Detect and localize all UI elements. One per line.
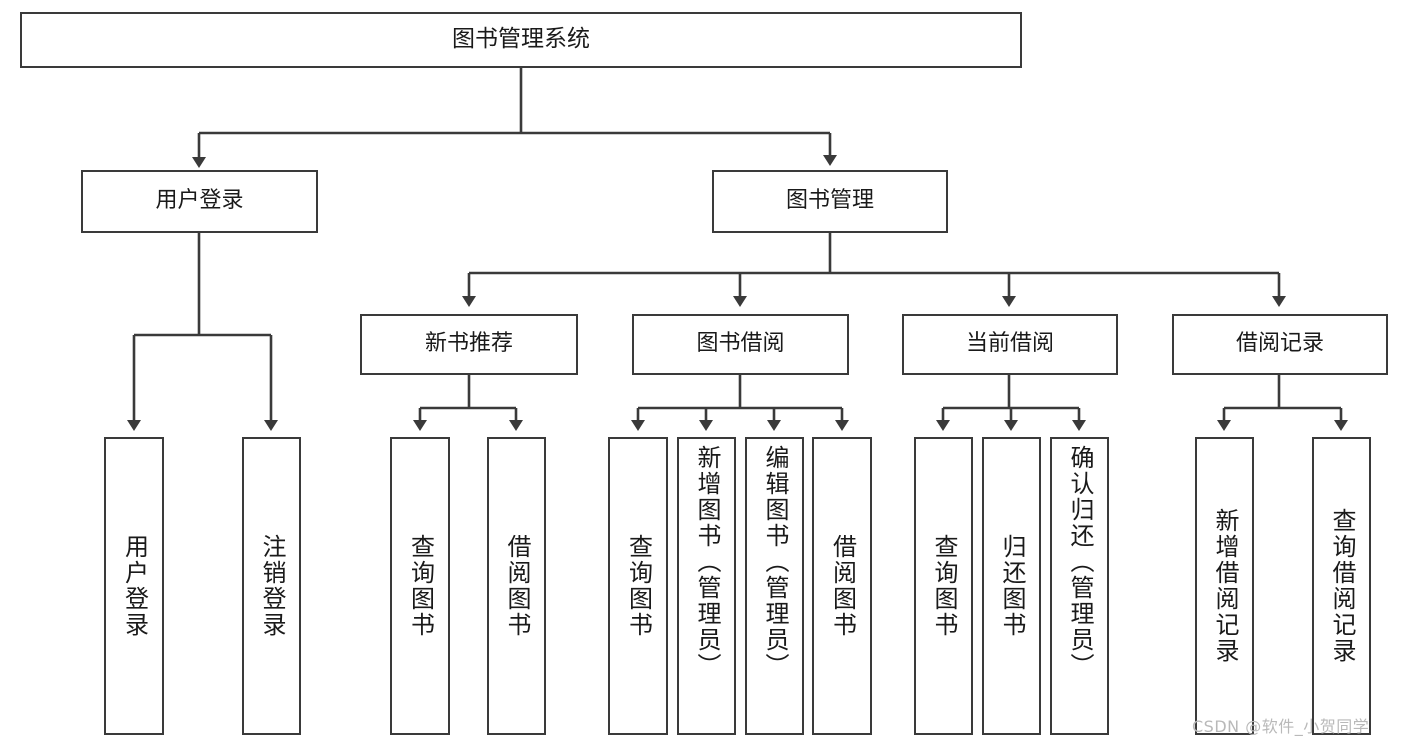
node-label: 图书借阅 (696, 331, 785, 357)
node-new-book-recommend[interactable]: 新书推荐 (360, 314, 578, 375)
node-label: 新增借阅记录 (1210, 508, 1239, 664)
node-user-login[interactable]: 用户登录 (81, 170, 318, 233)
leaf-user-login[interactable]: 用户登录 (104, 437, 164, 735)
leaf-recommend-query-book[interactable]: 查询图书 (390, 437, 450, 735)
leaf-current-confirm-return-admin[interactable]: 确认归还（管理员） (1050, 437, 1109, 735)
leaf-record-query-record[interactable]: 查询借阅记录 (1312, 437, 1371, 735)
node-label: 借阅图书 (502, 534, 531, 638)
node-book-borrow[interactable]: 图书借阅 (632, 314, 849, 375)
node-label: 编辑图书（管理员） (760, 445, 789, 679)
node-label: 图书管理 (785, 188, 874, 214)
leaf-borrow-query-book[interactable]: 查询图书 (608, 437, 668, 735)
node-label: 新书推荐 (424, 331, 513, 357)
node-label: 借阅记录 (1235, 331, 1324, 357)
leaf-current-query-book[interactable]: 查询图书 (914, 437, 973, 735)
node-label: 借阅图书 (828, 534, 857, 638)
leaf-borrow-add-book-admin[interactable]: 新增图书（管理员） (677, 437, 736, 735)
node-label: 确认归还（管理员） (1065, 445, 1094, 679)
node-label: 图书管理系统 (452, 26, 590, 53)
node-label: 当前借阅 (965, 331, 1054, 357)
csdn-watermark: CSDN @软件_小贺同学 (1192, 717, 1370, 736)
node-label: 新增图书（管理员） (692, 445, 721, 679)
node-label: 查询图书 (929, 534, 958, 638)
node-label: 查询图书 (624, 534, 653, 638)
node-label: 归还图书 (997, 534, 1026, 638)
node-current-borrow[interactable]: 当前借阅 (902, 314, 1118, 375)
node-borrow-record[interactable]: 借阅记录 (1172, 314, 1388, 375)
node-label: 注销登录 (257, 534, 286, 638)
leaf-user-logout[interactable]: 注销登录 (242, 437, 301, 735)
node-book-management[interactable]: 图书管理 (712, 170, 948, 233)
node-label: 查询借阅记录 (1327, 508, 1356, 664)
node-label: 用户登录 (120, 534, 149, 638)
leaf-recommend-borrow-book[interactable]: 借阅图书 (487, 437, 546, 735)
leaf-current-return-book[interactable]: 归还图书 (982, 437, 1041, 735)
node-root-system[interactable]: 图书管理系统 (20, 12, 1022, 68)
node-label: 用户登录 (155, 188, 244, 214)
leaf-borrow-borrow-book[interactable]: 借阅图书 (812, 437, 872, 735)
leaf-borrow-edit-book-admin[interactable]: 编辑图书（管理员） (745, 437, 804, 735)
node-label: 查询图书 (406, 534, 435, 638)
leaf-record-add-record[interactable]: 新增借阅记录 (1195, 437, 1254, 735)
